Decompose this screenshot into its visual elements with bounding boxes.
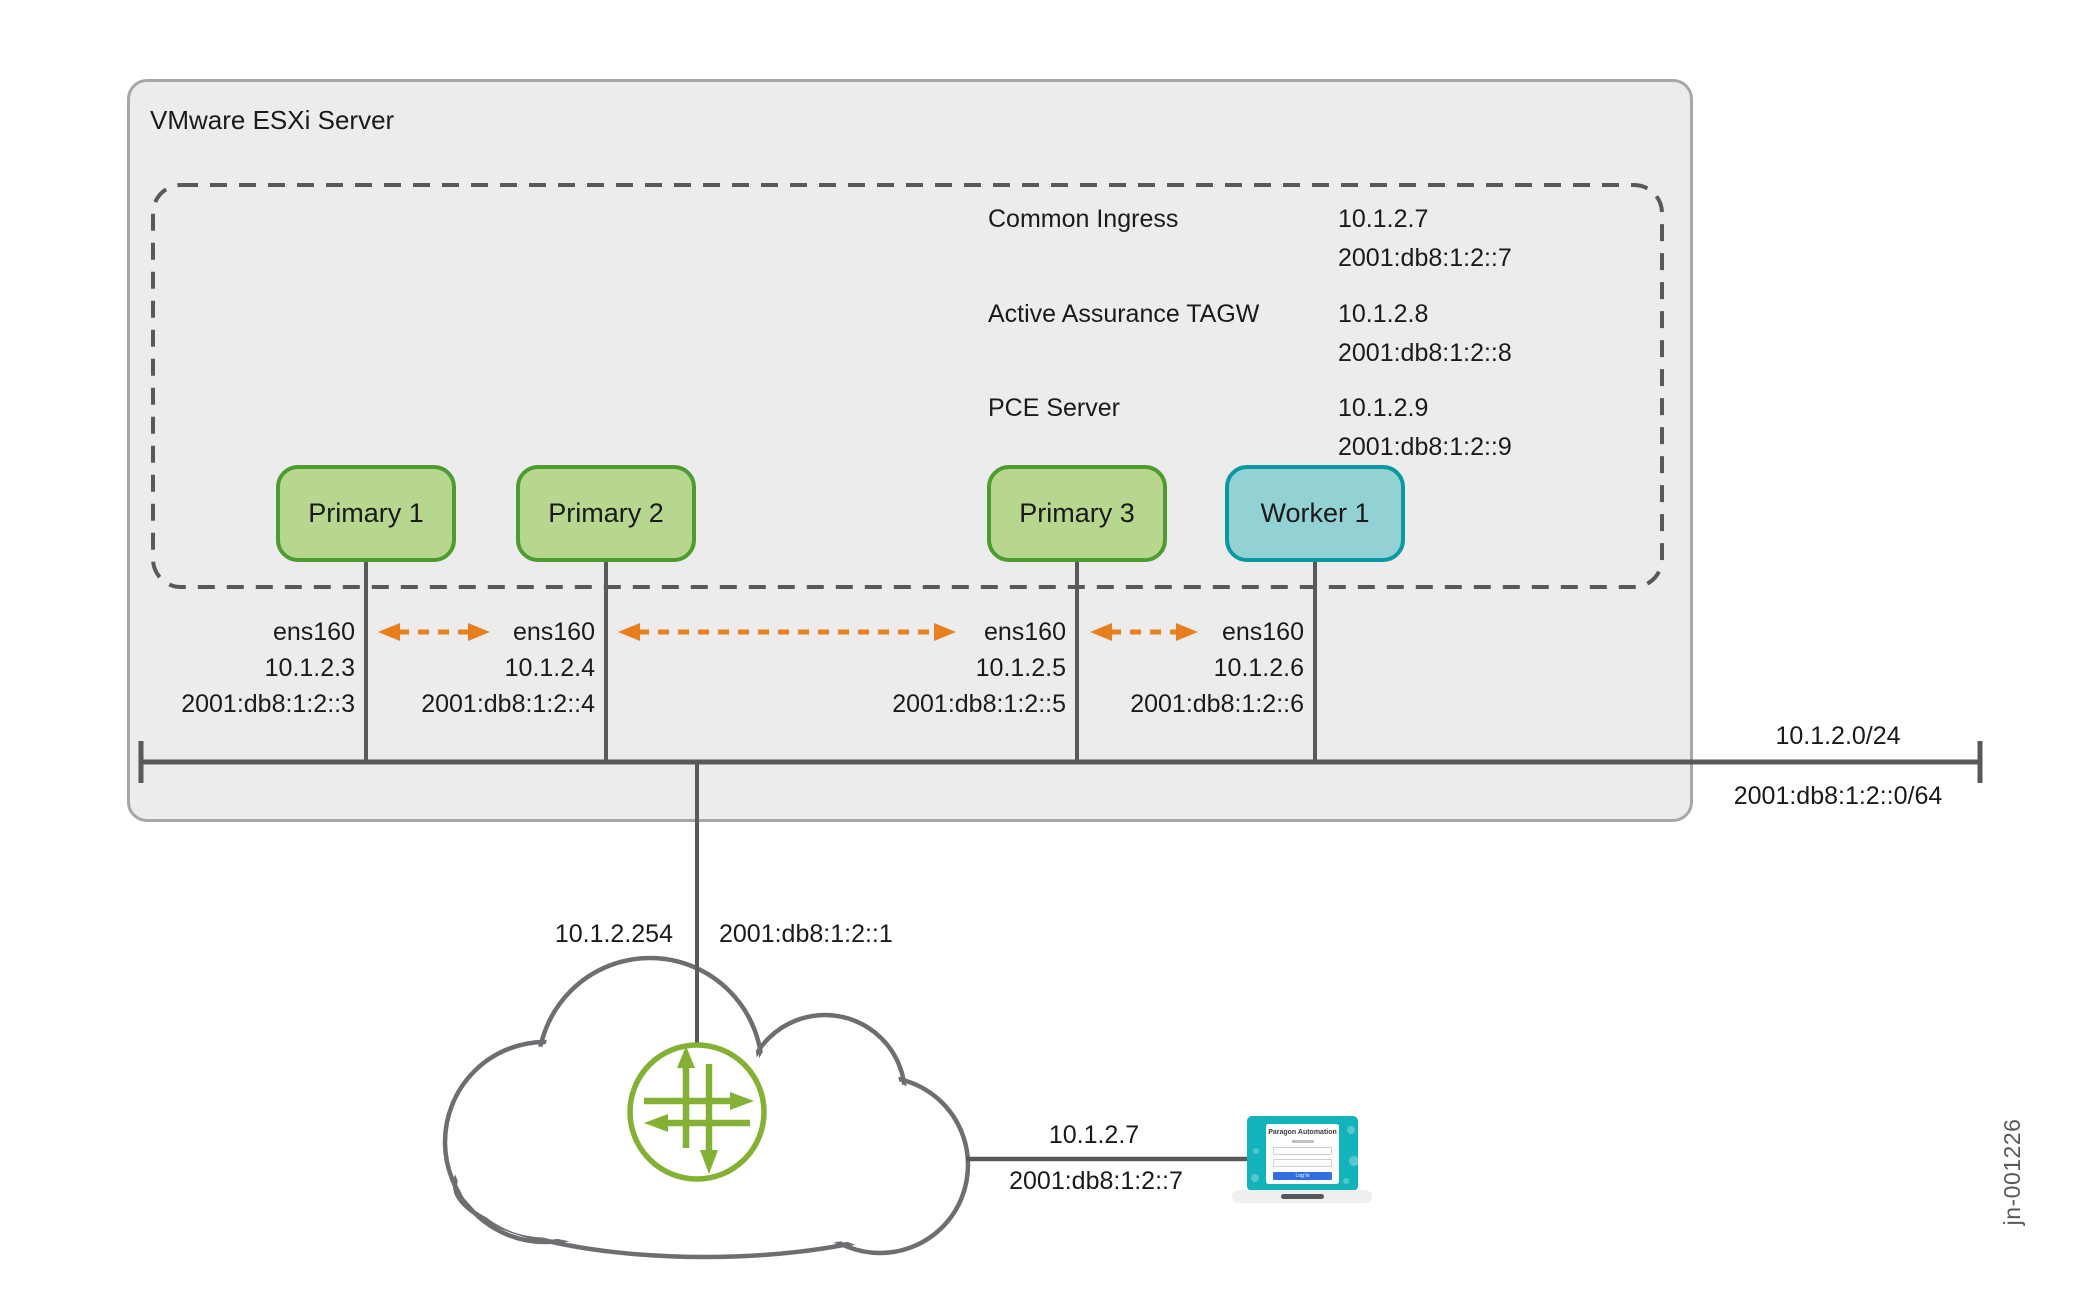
screen-bubble [1253, 1148, 1259, 1154]
service-addresses: 10.1.2.9 2001:db8:1:2::9 [1338, 389, 1512, 467]
replication-arrows [378, 623, 1198, 641]
screen-bubble [1347, 1126, 1355, 1134]
username-field[interactable] [1273, 1146, 1332, 1155]
service-addresses: 10.1.2.7 2001:db8:1:2::7 [1338, 200, 1512, 278]
gateway-ipv4-label: 10.1.2.254 [554, 920, 673, 948]
client-ipv6-label: 2001:db8:1:2::7 [1009, 1167, 1183, 1195]
laptop-icon: Paragon Automation Log In [1232, 1116, 1372, 1206]
service-ipv4: 10.1.2.9 [1338, 394, 1429, 422]
subnet-ipv6-label: 2001:db8:1:2::0/64 [1733, 782, 1943, 810]
service-ipv6: 2001:db8:1:2::7 [1338, 244, 1512, 272]
screen-bubble [1251, 1174, 1259, 1182]
node-ipv6: 2001:db8:1:2::5 [892, 690, 1066, 718]
service-name: Common Ingress [988, 205, 1179, 233]
service-row-pce-server: PCE Server 10.1.2.9 2001:db8:1:2::9 [988, 389, 1668, 467]
replication-arrow-2 [618, 623, 956, 641]
subnet-ipv4-label: 10.1.2.0/24 [1775, 722, 1901, 750]
interface-name: ens160 [272, 618, 355, 646]
service-ipv4: 10.1.2.7 [1338, 205, 1429, 233]
service-addresses: 10.1.2.8 2001:db8:1:2::8 [1338, 295, 1512, 373]
node-ipv4: 10.1.2.4 [504, 654, 595, 682]
service-row-common-ingress: Common Ingress 10.1.2.7 2001:db8:1:2::7 [988, 200, 1668, 278]
login-button[interactable]: Log In [1273, 1171, 1332, 1180]
node-ipv6: 2001:db8:1:2::3 [181, 690, 355, 718]
node-primary-2: Primary 2 [516, 465, 696, 562]
cluster-dashed-boundary [151, 183, 1664, 589]
login-card: Paragon Automation Log In [1266, 1124, 1339, 1184]
laptop-notch [1281, 1194, 1324, 1199]
if-stack-primary-1: ens160 10.1.2.3 2001:db8:1:2::3 [181, 614, 355, 722]
node-label: Primary 1 [308, 498, 424, 528]
interface-name: ens160 [512, 618, 595, 646]
node-label: Primary 3 [1019, 498, 1135, 528]
if-stack-worker-1: ens160 10.1.2.6 2001:db8:1:2::6 [1130, 614, 1304, 722]
node-link-lines [364, 559, 1317, 764]
service-ipv6: 2001:db8:1:2::8 [1338, 339, 1512, 367]
replication-arrow-1 [378, 623, 490, 641]
laptop-screen: Paragon Automation Log In [1247, 1116, 1358, 1191]
login-card-title: Paragon Automation [1268, 1129, 1337, 1136]
interface-name: ens160 [983, 618, 1066, 646]
screen-bubble [1349, 1156, 1358, 1166]
service-ipv4: 10.1.2.8 [1338, 300, 1429, 328]
login-card-subtitle-bar [1291, 1140, 1314, 1143]
node-primary-1: Primary 1 [276, 465, 456, 562]
interface-name: ens160 [1221, 618, 1304, 646]
password-field[interactable] [1273, 1158, 1332, 1167]
gateway-ipv6-label: 2001:db8:1:2::1 [719, 920, 893, 948]
node-ipv4: 10.1.2.5 [975, 654, 1066, 682]
node-ipv4: 10.1.2.6 [1213, 654, 1304, 682]
service-row-active-assurance-tagw: Active Assurance TAGW 10.1.2.8 2001:db8:… [988, 295, 1668, 373]
service-name: PCE Server [988, 394, 1120, 422]
service-name: Active Assurance TAGW [988, 300, 1260, 328]
screen-bubble [1343, 1178, 1349, 1184]
router-icon [627, 1042, 767, 1182]
service-ipv6: 2001:db8:1:2::9 [1338, 433, 1512, 461]
node-label: Worker 1 [1260, 498, 1370, 528]
node-ipv6: 2001:db8:1:2::6 [1130, 690, 1304, 718]
replication-arrow-3 [1090, 623, 1198, 641]
laptop-base [1232, 1190, 1372, 1203]
node-label: Primary 2 [548, 498, 664, 528]
if-stack-primary-2: ens160 10.1.2.4 2001:db8:1:2::4 [421, 614, 595, 722]
lan-bus [138, 741, 1983, 783]
node-ipv4: 10.1.2.3 [264, 654, 355, 682]
client-ipv4-label: 10.1.2.7 [1048, 1121, 1140, 1149]
if-stack-primary-3: ens160 10.1.2.5 2001:db8:1:2::5 [892, 614, 1066, 722]
node-primary-3: Primary 3 [987, 465, 1167, 562]
node-worker-1: Worker 1 [1225, 465, 1405, 562]
esxi-server-title: VMware ESXi Server [150, 105, 395, 135]
esxi-server-box [127, 79, 1693, 822]
node-ipv6: 2001:db8:1:2::4 [421, 690, 595, 718]
figure-id: jn-001226 [1999, 1118, 2025, 1226]
